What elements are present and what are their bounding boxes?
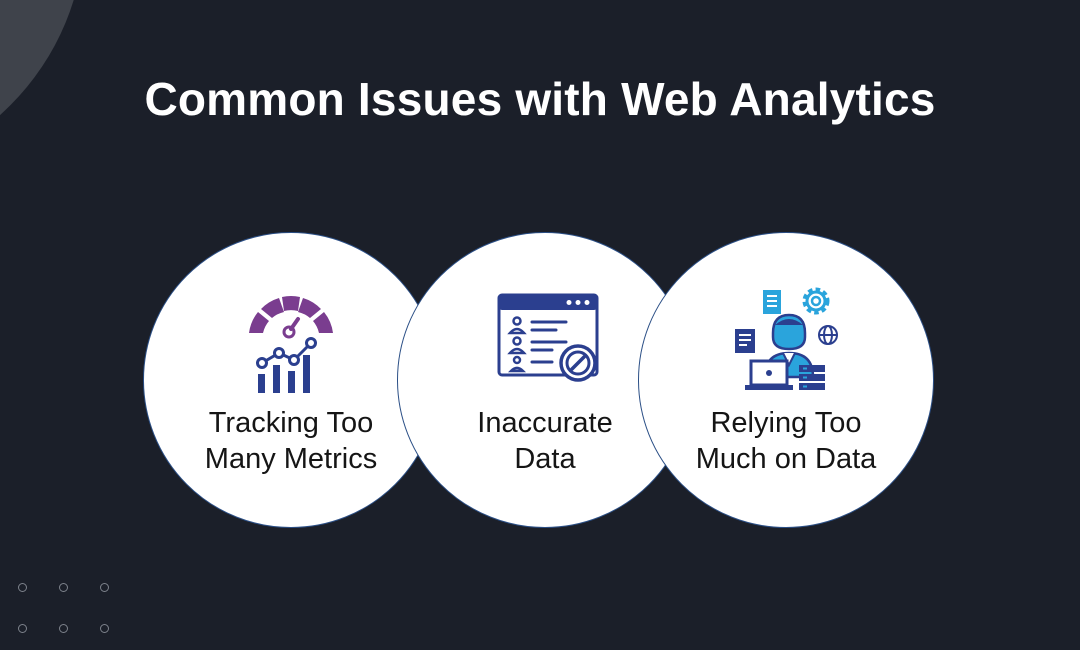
issue-label-line: Relying Too — [710, 407, 862, 439]
dot — [100, 583, 109, 592]
issue-label-line: Data — [514, 443, 576, 475]
analyst-workstation-icon — [735, 287, 838, 390]
page-title: Common Issues with Web Analytics — [144, 73, 936, 125]
issue-label: Tracking Too Many Metrics — [144, 405, 438, 477]
issue-label-line: Many Metrics — [204, 443, 378, 475]
issue-label: Inaccurate Data — [398, 405, 692, 477]
dot — [100, 624, 109, 633]
dot — [59, 583, 68, 592]
browser-blocked-icon — [497, 293, 599, 382]
issue-label: Relying Too Much on Data — [639, 405, 933, 477]
issue-label-line: Tracking Too — [208, 407, 374, 439]
gauge-chart-icon — [249, 296, 333, 393]
issue-label-line: Inaccurate — [477, 407, 613, 439]
issue-card-tracking-metrics: Tracking Too Many Metrics — [143, 232, 439, 528]
dot — [18, 624, 27, 633]
dot — [59, 624, 68, 633]
dot-pattern-decoration — [18, 583, 118, 643]
issue-label-line: Much on Data — [695, 443, 877, 475]
dot — [18, 583, 27, 592]
issue-card-relying-on-data: Relying Too Much on Data — [638, 232, 934, 528]
